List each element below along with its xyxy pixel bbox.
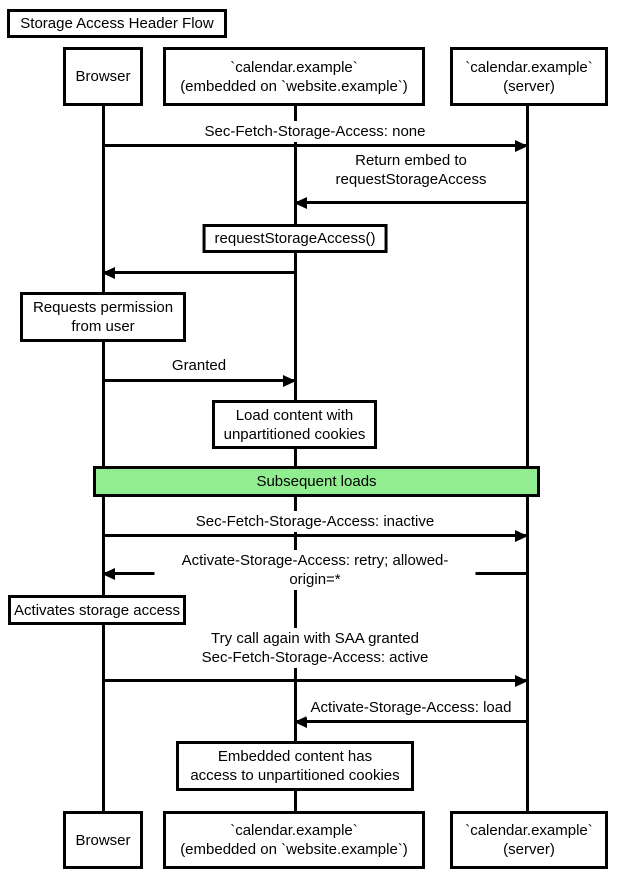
arrow-browser-to-embed — [103, 379, 295, 382]
arrow-browser-to-server-1 — [103, 144, 527, 147]
message-label-sec-fetch-inactive: Sec-Fetch-Storage-Access: inactive — [191, 511, 439, 532]
arrow-server-to-embed-2 — [295, 720, 527, 723]
diagram-title: Storage Access Header Flow — [7, 9, 227, 38]
participant-browser-label: Browser — [75, 68, 131, 85]
note-embedded-content-access: Embedded content has access to unpartiti… — [176, 741, 414, 791]
note-activates-storage-access: Activates storage access — [8, 595, 186, 625]
arrow-embed-to-browser — [103, 271, 295, 274]
message-label-activate-load: Activate-Storage-Access: load — [306, 697, 516, 718]
lifeline-server — [525, 106, 529, 812]
message-label-activate-retry: Activate-Storage-Access: retry; allowed-… — [154, 550, 476, 590]
arrow-server-to-embed-1 — [295, 201, 527, 204]
participant-browser-top: Browser — [63, 47, 143, 106]
participant-embed-bottom: `calendar.example` (embedded on `website… — [163, 811, 425, 869]
participant-server-label: `calendar.example` (server) — [465, 58, 593, 95]
participant-embed-top: `calendar.example` (embedded on `website… — [163, 47, 425, 106]
diagram-title-label: Storage Access Header Flow — [20, 15, 214, 32]
arrow-browser-to-server-3 — [103, 679, 527, 682]
arrow-browser-to-server-2 — [103, 534, 527, 537]
message-label-granted: Granted — [167, 355, 231, 376]
participant-browser-bottom: Browser — [63, 811, 143, 869]
message-label-try-call-again: Try call again with SAA granted Sec-Fetc… — [197, 628, 433, 668]
participant-embed-label: `calendar.example` (embedded on `website… — [180, 58, 408, 95]
participant-browser-label: Browser — [75, 831, 131, 849]
subsequent-loads-label: Subsequent loads — [256, 473, 377, 490]
message-label-return-embed: Return embed to requestStorageAccess — [331, 150, 491, 190]
lifeline-browser — [101, 106, 105, 812]
participant-server-top: `calendar.example` (server) — [450, 47, 608, 106]
lifeline-embed — [293, 106, 297, 812]
message-label-sec-fetch-none: Sec-Fetch-Storage-Access: none — [200, 121, 430, 142]
participant-server-label: `calendar.example` (server) — [465, 822, 593, 858]
message-label-request-storage-access: requestStorageAccess() — [202, 224, 388, 253]
subsequent-loads-band: Subsequent loads — [93, 466, 540, 497]
participant-embed-label: `calendar.example` (embedded on `website… — [180, 822, 408, 858]
participant-server-bottom: `calendar.example` (server) — [450, 811, 608, 869]
note-requests-permission: Requests permission from user — [20, 292, 186, 342]
note-load-content: Load content with unpartitioned cookies — [212, 400, 377, 449]
